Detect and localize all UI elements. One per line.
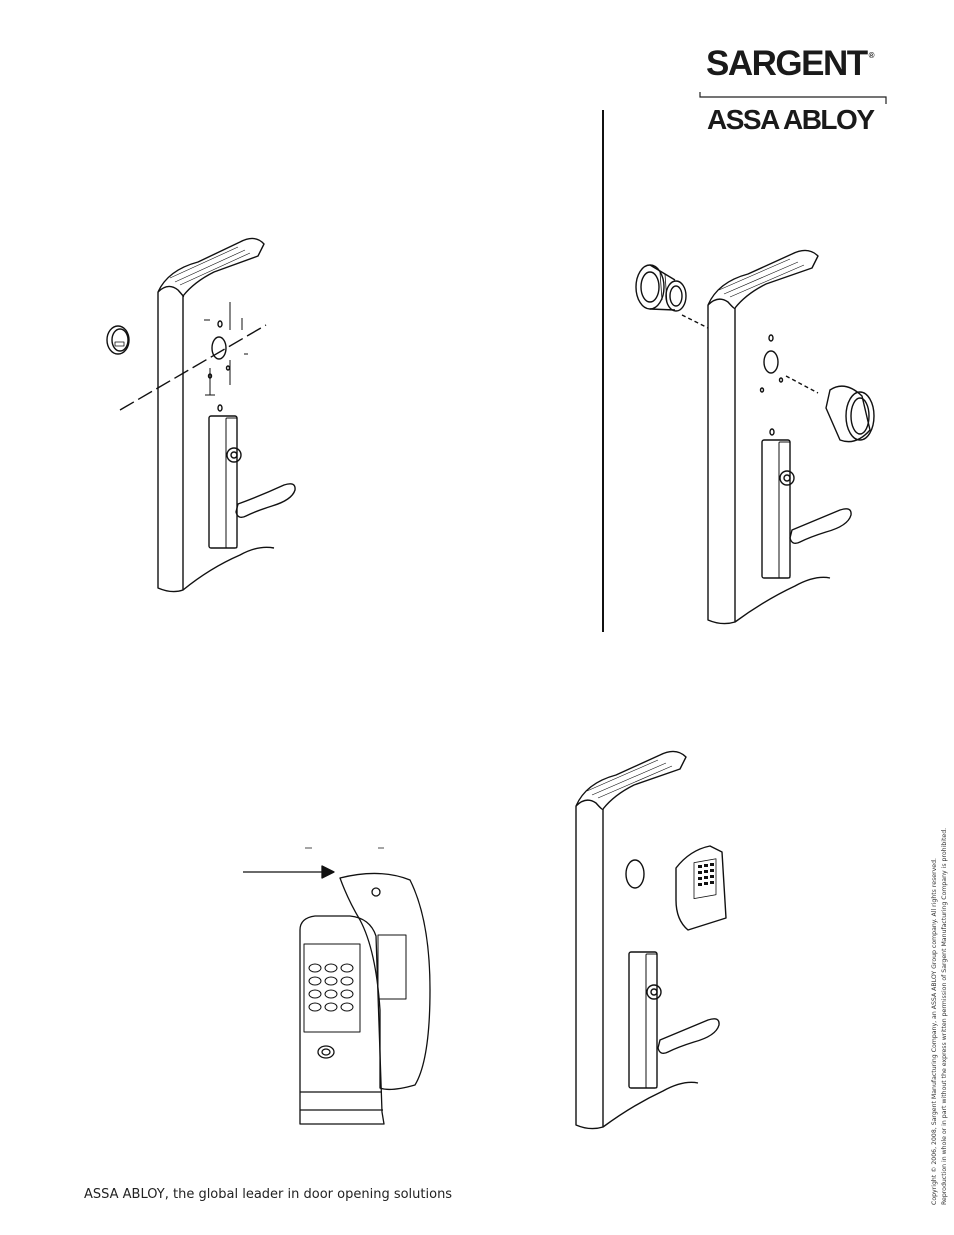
copyright-notice: Copyright © 2006, 2008, Sargent Manufact… [930,828,949,1205]
assa-abloy-logo: ASSA ABLOY [707,104,875,135]
footer-tagline: ASSA ABLOY, the global leader in door op… [84,1187,453,1202]
copyright-line-1: Copyright © 2006, 2008, Sargent Manufact… [931,857,938,1205]
copyright-line-2: Reproduction in whole or in part without… [940,827,948,1205]
sargent-logo: SARGENT® [706,44,875,83]
